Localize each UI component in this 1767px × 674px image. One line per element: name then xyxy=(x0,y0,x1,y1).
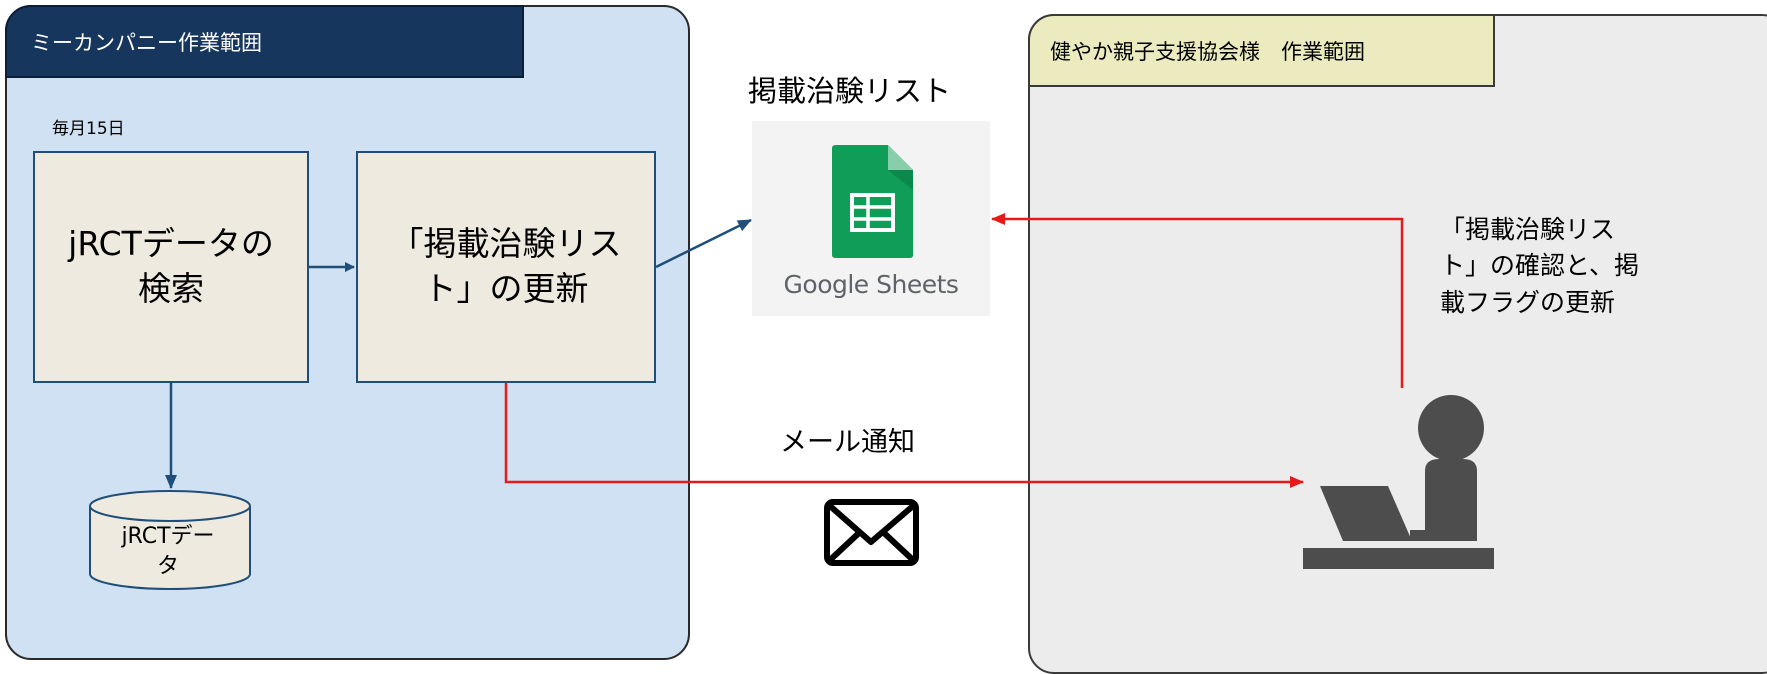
jrct-database-label: jRCTデー タ xyxy=(121,524,215,579)
envelope-icon xyxy=(824,499,919,566)
jrct-database-icon xyxy=(89,490,251,590)
sheets-product-label: Google Sheets xyxy=(783,270,959,299)
list-update-process: 「掲載治験リス ト」の更新 xyxy=(356,151,656,383)
google-sheets-icon xyxy=(832,145,913,258)
sheet-title: 掲載治験リスト xyxy=(748,74,952,108)
company-zone-title: ミーカンパニー作業範囲 xyxy=(5,5,524,78)
jrct-search-label: jRCTデータの 検索 xyxy=(68,224,274,308)
partner-zone-title: 健やか親子支援協会様 作業範囲 xyxy=(1028,14,1495,87)
diagram-shapes xyxy=(89,145,1494,590)
mail-notification-label: メール通知 xyxy=(780,427,915,458)
partner-task-label: 「掲載治験リス ト」の確認と、掲 載フラグの更新 xyxy=(1440,215,1640,317)
jrct-search-process: jRCTデータの 検索 xyxy=(33,151,309,383)
person-at-laptop-icon xyxy=(1303,395,1494,569)
arrow-update-to-sheets xyxy=(655,218,752,269)
arrow-mail-to-partner xyxy=(504,383,1304,488)
list-update-label: 「掲載治験リス ト」の更新 xyxy=(390,224,622,308)
schedule-label: 毎月15日 xyxy=(52,119,125,139)
arrow-partner-to-sheets xyxy=(991,213,1404,388)
